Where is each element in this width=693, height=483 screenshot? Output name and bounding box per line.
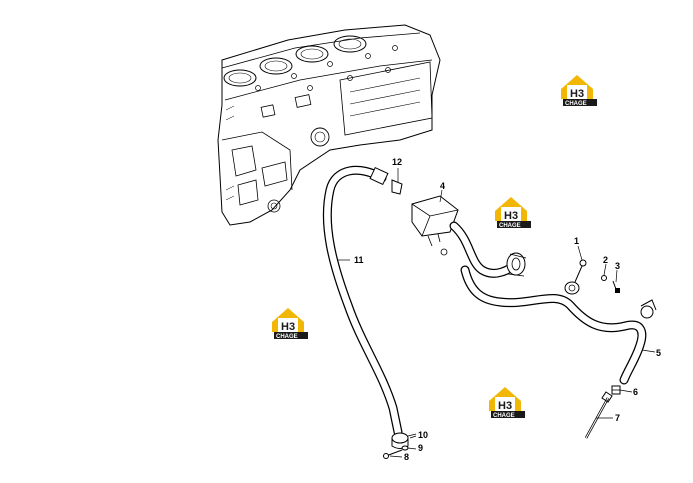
callout-1: 1: [574, 236, 579, 246]
part-7-dipstick: [584, 391, 613, 439]
callout-5: 5: [656, 348, 661, 358]
callout-9: 9: [418, 443, 423, 453]
callout-7: 7: [615, 413, 620, 423]
part-2-washer: [601, 275, 607, 281]
separator-4: [411, 195, 459, 256]
svg-text:H3: H3: [570, 88, 584, 100]
watermark-logo: H3 CHAGE: [561, 75, 597, 107]
callout-10: 10: [418, 430, 428, 440]
part-10-elbow: [407, 433, 417, 437]
hose-11: [322, 165, 409, 449]
hose-5: [449, 221, 657, 385]
watermark-logo: H3 CHAGE: [489, 387, 525, 419]
watermark-logo: H3 CHAGE: [495, 197, 531, 229]
watermark-logo: H3 CHAGE: [272, 308, 308, 340]
part-6-fitting: [611, 385, 621, 395]
svg-text:CHAGE: CHAGE: [493, 413, 515, 419]
callout-8: 8: [404, 452, 409, 462]
callout-4: 4: [440, 181, 445, 191]
part-8-bolt: [383, 449, 403, 459]
callout-6: 6: [633, 387, 638, 397]
svg-text:H3: H3: [504, 210, 518, 222]
svg-text:CHAGE: CHAGE: [276, 334, 298, 340]
callout-3: 3: [615, 261, 620, 271]
svg-text:CHAGE: CHAGE: [499, 223, 521, 229]
callout-11: 11: [354, 255, 364, 265]
callout-12: 12: [392, 157, 402, 167]
part-3-bolt: [612, 280, 620, 293]
callout-2: 2: [603, 255, 608, 265]
svg-text:H3: H3: [498, 400, 512, 412]
svg-text:CHAGE: CHAGE: [565, 101, 587, 107]
engine-block: [217, 24, 441, 226]
part-1-clamp: [564, 259, 587, 295]
part-12-clip: [391, 179, 403, 195]
part-9-washer: [401, 445, 409, 451]
svg-text:H3: H3: [281, 321, 295, 333]
callouts: 12 4 1 2 3 11 5 6 7 10 9 8: [354, 157, 661, 462]
leader-lines: [338, 168, 656, 458]
